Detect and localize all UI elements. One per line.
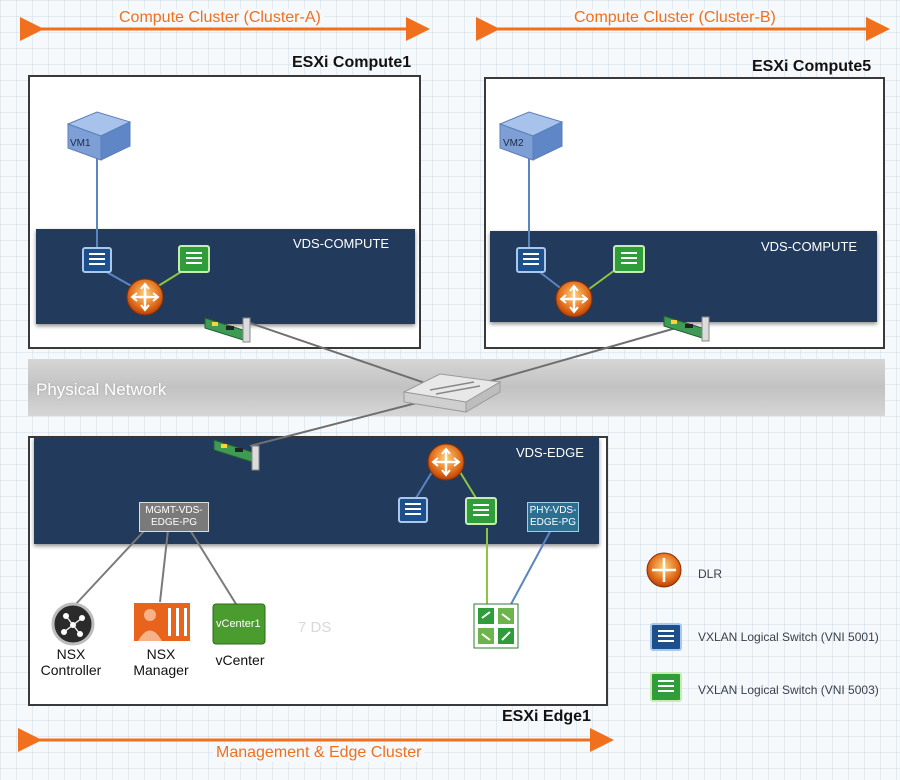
c5-logical-switch-green-icon (613, 245, 645, 273)
uplink-compute1 (249, 322, 429, 385)
nic-card-edge-icon (213, 439, 260, 471)
edge-gateway-icon (473, 603, 519, 649)
mgmt-link-vcenter (189, 529, 237, 605)
physical-network-label: Physical Network (36, 380, 167, 399)
mgmt-link-manager (159, 529, 169, 603)
vcenter-label: vCenter (215, 652, 265, 668)
nsx-controller-label: NSX Controller (40, 646, 102, 678)
vds-edge (34, 437, 599, 544)
vds-compute1 (36, 229, 415, 324)
cluster-b-label: Compute Cluster (Cluster-B) (571, 9, 779, 27)
vds-compute5-label: VDS-COMPUTE (761, 239, 858, 254)
c1-logical-switch-blue-icon (82, 247, 112, 273)
physical-switch-icon (402, 373, 502, 413)
legend-blue-switch-label: VXLAN Logical Switch (VNI 5001) (698, 630, 879, 644)
cluster-a-label: Compute Cluster (Cluster-A) (116, 9, 324, 27)
legend-dlr-icon (646, 552, 682, 588)
c1-dlr-router-icon (126, 278, 164, 316)
nsx-manager-label: NSX Manager (133, 646, 189, 678)
uplink-edge (249, 399, 429, 447)
c5-dlr-blue-link (536, 269, 564, 291)
vm1-label: VM1 (70, 138, 91, 149)
uplink-compute5 (479, 325, 684, 385)
edge-dlr-router-icon (427, 443, 465, 481)
host-compute1-title: ESXi Compute1 (292, 54, 412, 71)
mgmt-cluster-label: Management & Edge Cluster (213, 744, 425, 762)
legend-blue-switch-icon (650, 623, 682, 651)
nic-card-compute1-icon (204, 317, 251, 343)
edge-logical-switch-blue-icon (398, 497, 428, 523)
nic-card-compute5-icon (663, 315, 710, 342)
vds-compute1-label: VDS-COMPUTE (293, 236, 390, 251)
nsx-controller-icon (51, 602, 95, 646)
legend-green-switch-label: VXLAN Logical Switch (VNI 5003) (698, 683, 879, 697)
mgmt-port-group: MGMT-VDS-EDGE-PG (139, 502, 209, 532)
vm2-cube-icon (498, 111, 564, 161)
edge-gw-phy-link (509, 527, 553, 607)
nsx-manager-icon (134, 603, 190, 641)
vcenter-icon (212, 603, 266, 645)
vm2-label: VM2 (503, 138, 524, 149)
c5-logical-switch-blue-icon (516, 247, 546, 273)
vcenter-badge-label: vCenter1 (216, 618, 261, 630)
c5-dlr-green-link (584, 269, 616, 293)
c1-logical-switch-green-icon (178, 245, 210, 273)
host-edge1-title: ESXi Edge1 (502, 708, 591, 725)
mgmt-link-controller (74, 529, 146, 606)
c5-dlr-router-icon (555, 280, 593, 318)
vm1-cube-icon (66, 111, 132, 161)
legend-green-switch-icon (650, 672, 682, 702)
edge-dlr-blue-link (415, 471, 433, 499)
vds-edge-label: VDS-EDGE (516, 445, 584, 460)
edge-logical-switch-green-icon (465, 497, 497, 525)
edge-dlr-green-link (459, 471, 477, 499)
ghost-text: 7 DS (298, 619, 332, 636)
vds-compute5 (490, 231, 877, 322)
host-compute5-title: ESXi Compute5 (752, 58, 872, 75)
legend-dlr-label: DLR (698, 567, 723, 581)
c1-dlr-green-link (154, 269, 185, 289)
phy-port-group: PHY-VDS-EDGE-PG (527, 502, 579, 532)
